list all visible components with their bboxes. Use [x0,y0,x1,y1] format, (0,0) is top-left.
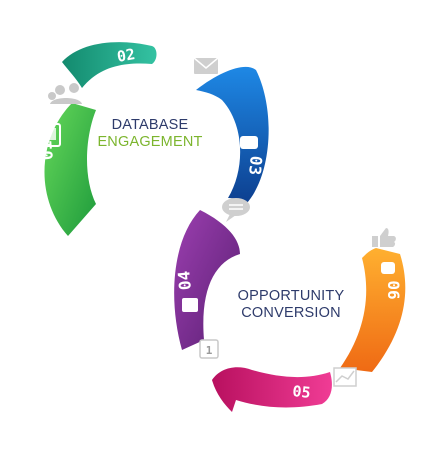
caption-opportunity-conversion: OPPORTUNITY CONVERSION [226,288,356,322]
caption-bottom-line1: OPPORTUNITY [237,288,345,304]
chat-bubble-icon [240,136,258,149]
segment-03: 03 [196,66,269,204]
mail-icon [193,57,219,74]
segment-05: 05 [212,367,332,412]
speech-bubble-icon [222,198,250,222]
thumbs-up-icon [372,228,396,247]
tablet-icon [43,123,61,147]
caption-database-engagement: DATABASE ENGAGEMENT [70,117,230,151]
caption-top-line1: DATABASE [111,117,189,133]
chart-icon [333,367,357,387]
segment-02-number: 02 [116,45,137,66]
segment-04-number: 04 [174,270,195,291]
people-icon [48,83,82,104]
segment-02: 02 [62,42,157,88]
calendar-box: 1 [199,339,219,359]
segment-05-number: 05 [292,382,312,402]
segment-01-number: 01 [36,140,57,161]
orange-segment-icon [381,262,395,274]
segment-06: 06 [340,248,406,372]
caption-top-line2: ENGAGEMENT [97,134,203,150]
calendar-icon [182,298,198,312]
segment-06-number: 06 [384,280,403,299]
segment-04: 04 [174,210,240,350]
calendar-day: 1 [206,344,213,357]
caption-bottom-line2: CONVERSION [241,305,341,321]
segment-03-number: 03 [245,155,266,176]
